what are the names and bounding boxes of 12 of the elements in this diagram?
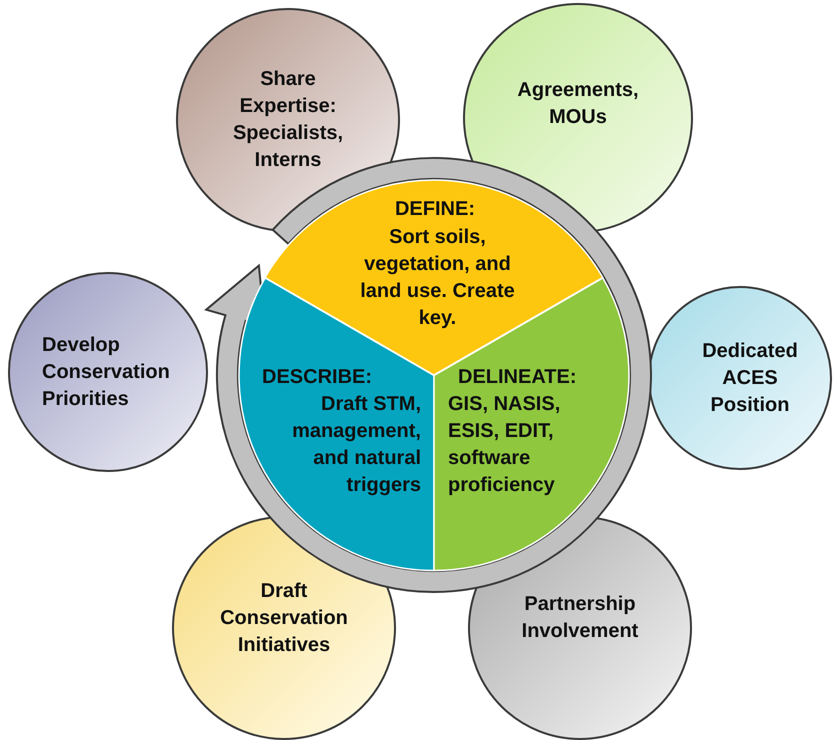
circle-label: Partnership Involvement [520, 592, 640, 644]
circle-label: Dedicated ACES Position [701, 338, 799, 418]
segment-heading: DESCRIBE: [262, 365, 374, 390]
segment-heading: DEFINE: [394, 197, 476, 222]
segment-text: GIS, NASIS, ESIS, EDIT, software proficiency [448, 392, 562, 498]
circle-label: Share Expertise: Specialists, Interns [232, 67, 344, 173]
segment-text: Sort soils, vegetation, and land use. Create key. [359, 225, 516, 331]
circle-label: Agreements, MOUs [516, 78, 640, 130]
circle-label: Draft Conservation Initiatives [219, 578, 349, 658]
segment-text: Draft STM, management, and natural triggers [291, 392, 421, 498]
segment-heading: DELINEATE: [458, 365, 578, 390]
circle-label: Develop Conservation Priorities [42, 332, 171, 412]
